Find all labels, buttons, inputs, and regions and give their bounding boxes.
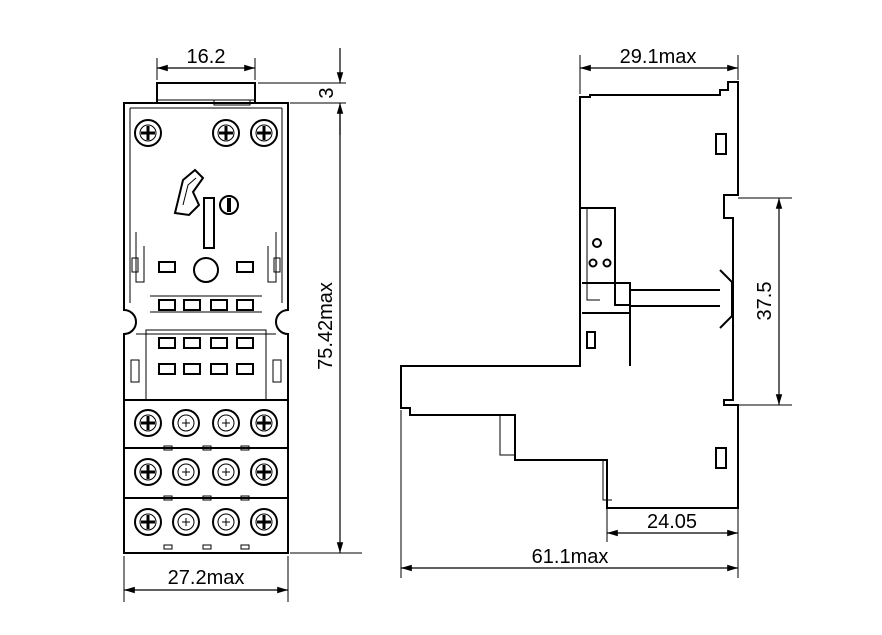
side-view: 29.1max 37.5 24.05 61.1max <box>400 46 792 578</box>
screw-icon <box>133 118 163 148</box>
terminal-row <box>123 497 289 554</box>
side-body <box>400 81 739 509</box>
din-rail-clip <box>582 269 733 329</box>
pin-holes-lower <box>158 337 254 375</box>
pin-holes-upper <box>150 295 262 313</box>
dimension-overall: 61.1max <box>400 410 738 578</box>
dimension-height: 75.42max <box>290 105 362 554</box>
dim-label-61-1max: 61.1max <box>532 546 609 568</box>
dim-label-16-2: 16.2 <box>187 46 226 68</box>
dim-label-3: 3 <box>316 87 338 98</box>
terminal-row <box>123 399 289 449</box>
screw-icon <box>211 118 241 148</box>
dim-label-37-5: 37.5 <box>754 282 776 321</box>
screw-icon <box>249 118 279 148</box>
dim-label-24-05: 24.05 <box>647 511 697 533</box>
dimension-inner: 24.05 <box>606 508 739 578</box>
dim-label-75-42max: 75.42max <box>315 282 337 370</box>
dimension-top-width: 16.2 <box>156 46 256 80</box>
front-view: 16.2 3 75.42max 27.2max <box>123 46 362 602</box>
dimension-side-top-width: 29.1max <box>579 46 739 94</box>
dimension-bottom-width: 27.2max <box>123 556 289 602</box>
terminal-row <box>123 447 289 499</box>
clip-icon <box>173 168 239 249</box>
dim-label-29-1max: 29.1max <box>620 46 697 68</box>
dim-label-27-2max: 27.2max <box>168 567 245 589</box>
dimension-rail: 37.5 <box>738 197 792 406</box>
